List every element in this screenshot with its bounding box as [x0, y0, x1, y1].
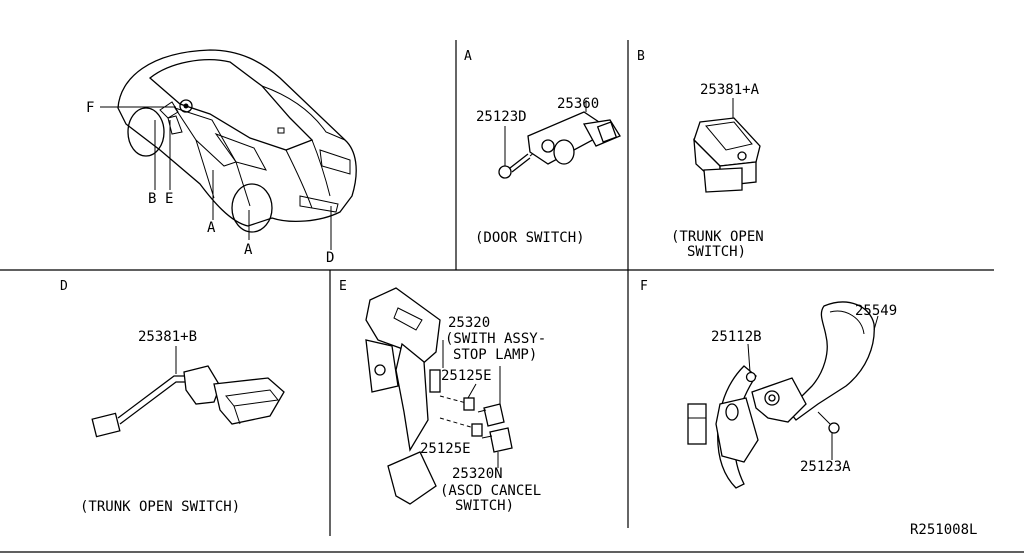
callout-f: F	[86, 100, 94, 116]
part-25123d: 25123D	[476, 109, 527, 125]
part-25320n-number: 25320N	[452, 466, 503, 482]
panel-dividers	[0, 40, 1024, 553]
diagram-code: R251008L	[910, 522, 977, 538]
part-25320-number: 25320	[448, 315, 490, 331]
car-overview-drawing	[100, 49, 357, 250]
callout-b: B	[148, 191, 156, 207]
paddle-shifter-drawing	[687, 301, 879, 489]
part-25549: 25549	[855, 303, 897, 319]
part-25123a: 25123A	[800, 459, 851, 475]
part-25112b: 25112B	[711, 329, 762, 345]
trunk-open-switch-b-caption-2: SWITCH)	[687, 244, 746, 260]
part-25320-desc-2: STOP LAMP)	[453, 347, 537, 363]
callout-e: E	[165, 191, 173, 207]
part-25381a: 25381+A	[700, 82, 760, 98]
door-switch-caption: (DOOR SWITCH)	[475, 230, 585, 246]
callout-a-rear: A	[244, 242, 253, 258]
part-25125e-upper: 25125E	[441, 368, 492, 384]
callout-a-door: A	[207, 220, 216, 236]
section-d-letter: D	[60, 279, 68, 294]
callout-d: D	[326, 250, 334, 266]
trunk-open-switch-d-drawing	[91, 346, 285, 438]
part-25360: 25360	[557, 96, 599, 112]
section-a-letter: A	[464, 49, 472, 64]
part-25125e-lower: 25125E	[420, 441, 471, 457]
trunk-open-switch-d-caption: (TRUNK OPEN SWITCH)	[80, 499, 240, 515]
trunk-open-switch-b-caption-1: (TRUNK OPEN	[671, 229, 764, 245]
door-switch-drawing	[498, 100, 621, 179]
part-25320-desc-1: (SWITH ASSY-	[445, 331, 546, 347]
part-25320n-desc-1: (ASCD CANCEL	[440, 483, 541, 499]
trunk-open-switch-b-drawing	[693, 98, 761, 193]
section-e-letter: E	[339, 279, 347, 294]
brake-pedal-drawing	[365, 287, 513, 505]
part-25381b: 25381+B	[138, 329, 197, 345]
section-f-letter: F	[640, 279, 648, 294]
section-b-letter: B	[637, 49, 645, 64]
part-25320n-desc-2: SWITCH)	[455, 498, 514, 514]
